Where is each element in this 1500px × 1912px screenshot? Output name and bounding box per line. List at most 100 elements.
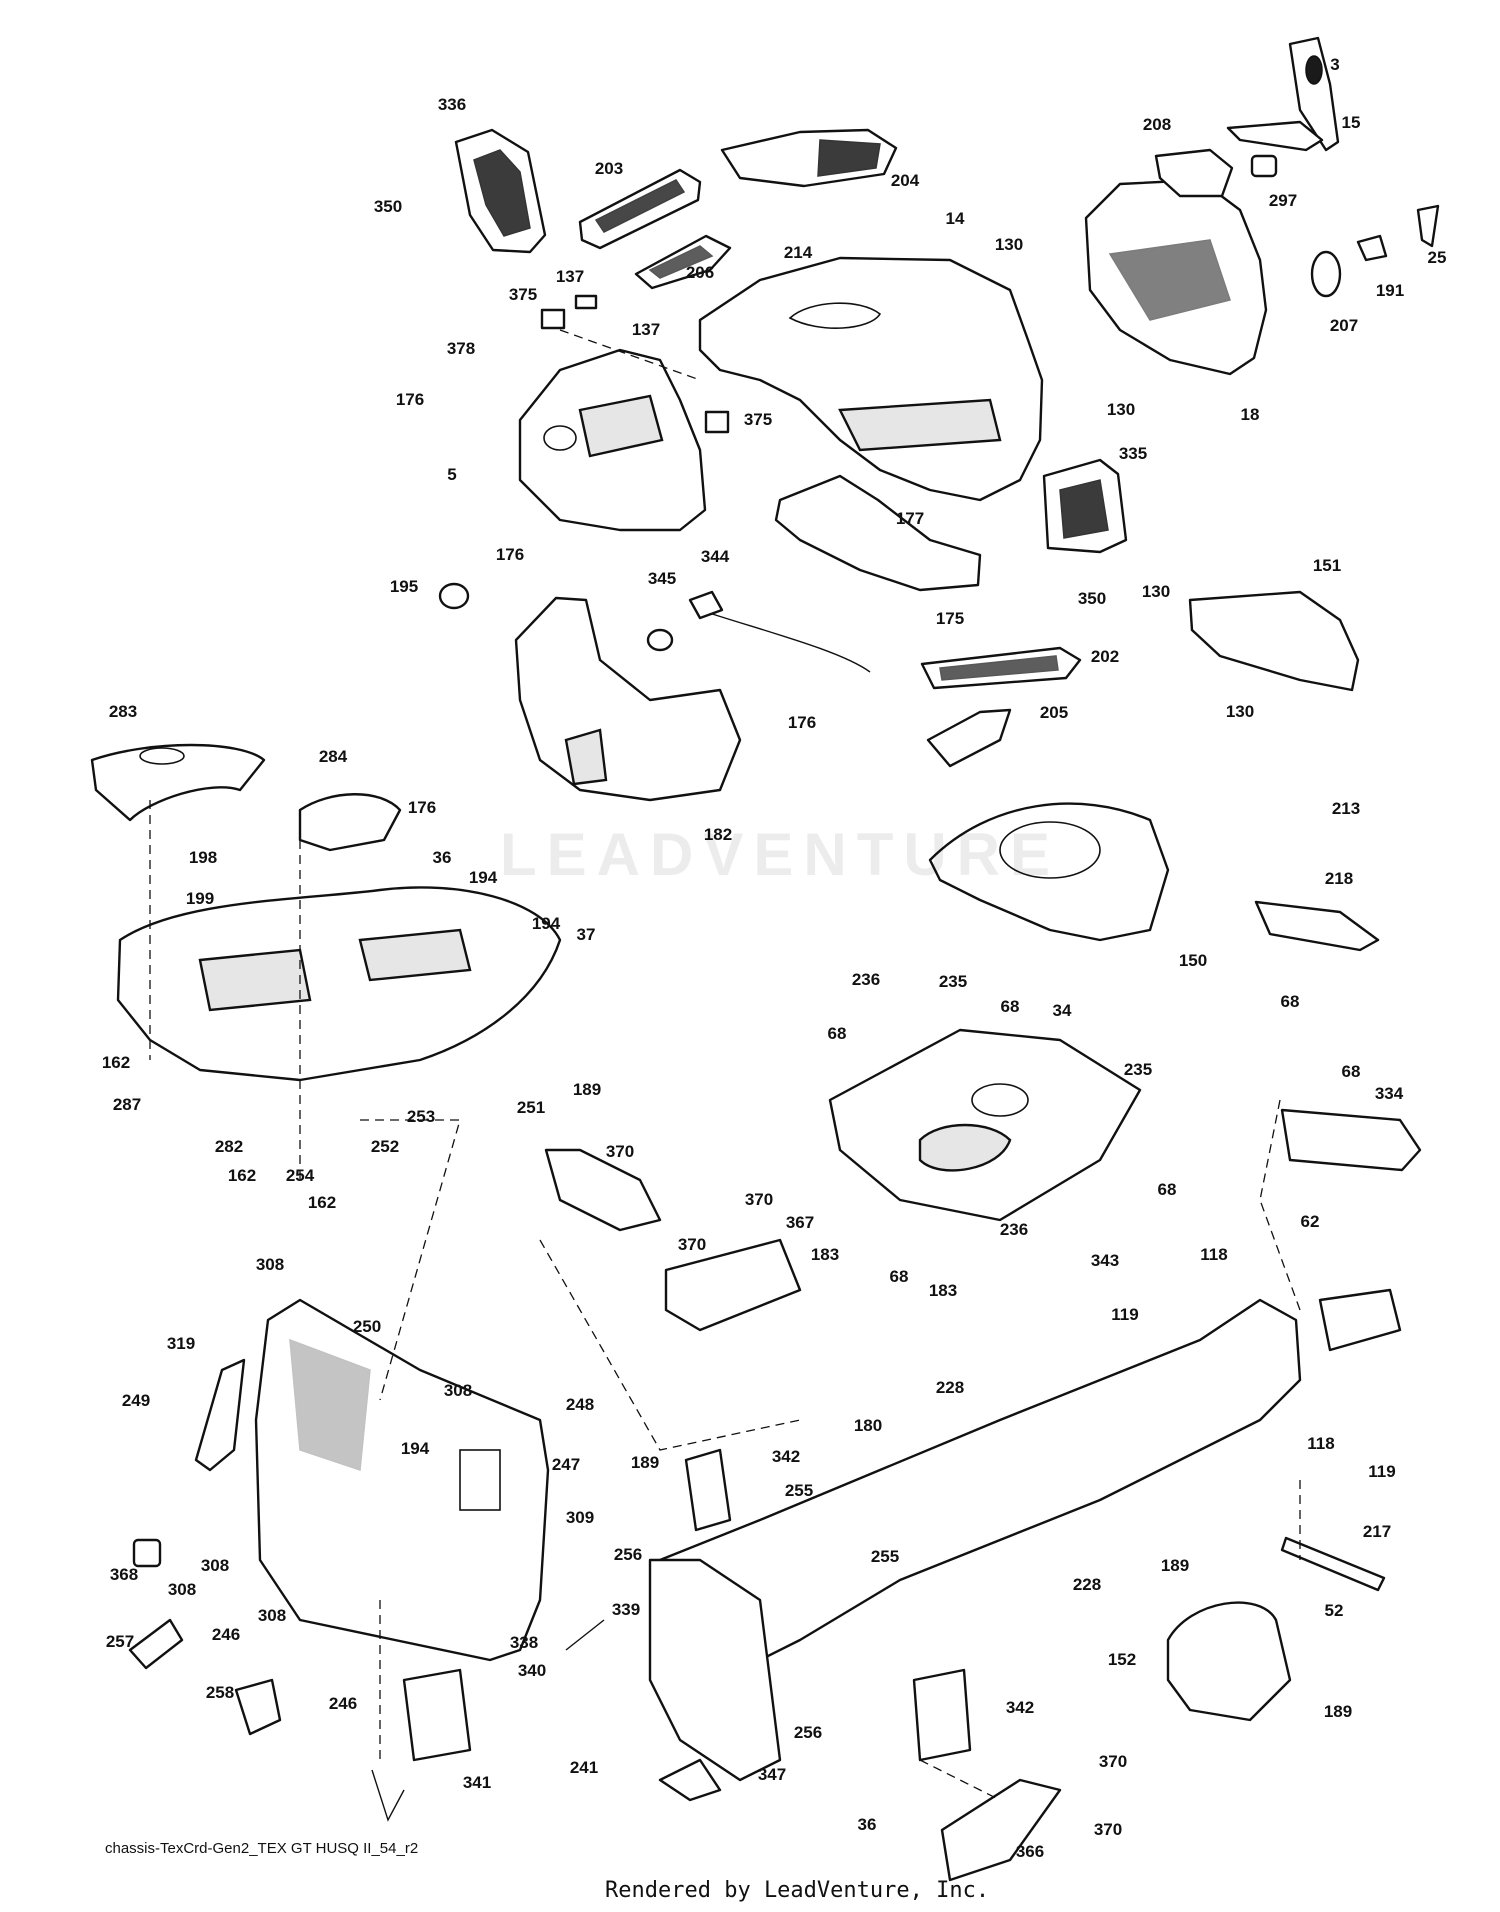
callout-199: 199 [186,889,214,908]
callout-36: 36 [858,1815,877,1834]
deck-plate-34 [828,1028,1142,1222]
callout-182: 182 [704,825,732,844]
callout-68: 68 [828,1024,847,1043]
callout-246: 246 [212,1625,240,1644]
callout-36: 36 [433,848,452,867]
bracket-342 [684,1448,732,1532]
callout-375: 375 [744,410,772,429]
main-frame-180 [648,1288,1402,1782]
callout-118: 118 [1307,1434,1334,1453]
callout-3: 3 [1330,55,1339,74]
callout-297: 297 [1269,191,1297,210]
bulb-297 [1250,154,1278,178]
callout-258: 258 [206,1683,234,1702]
headlight-208 [1154,148,1234,198]
callout-241: 241 [570,1758,598,1777]
callout-189: 189 [1161,1556,1189,1575]
callout-251: 251 [517,1098,545,1117]
hood-14 [698,256,1044,502]
callout-252: 252 [371,1137,399,1156]
clip-137 [574,294,598,310]
callout-368: 368 [110,1565,138,1584]
callout-338: 338 [510,1633,538,1652]
callout-250: 250 [353,1317,381,1336]
callout-176: 176 [788,713,816,732]
callout-342: 342 [772,1447,800,1466]
callout-130: 130 [1142,582,1170,601]
callout-247: 247 [552,1455,580,1474]
bracket-367 [664,1238,802,1332]
bracket-151 [1188,590,1360,692]
callout-68: 68 [1342,1062,1361,1081]
callout-25: 25 [1428,248,1447,267]
clip-191 [1356,234,1388,262]
callout-183: 183 [811,1245,839,1264]
callout-177: 177 [896,509,924,528]
callout-248: 248 [566,1395,594,1414]
handle-319 [194,1358,246,1472]
callout-137: 137 [556,267,584,286]
callout-283: 283 [109,702,137,721]
latch-258 [234,1678,282,1736]
clip-25 [1416,204,1440,248]
pan-150 [928,802,1170,942]
callout-370: 370 [1094,1820,1122,1839]
source-label: chassis-TexCrd-Gen2_TEX GT HUSQ II_54_r2 [105,1840,419,1857]
callout-255: 255 [785,1481,813,1500]
callout-191: 191 [1376,281,1404,300]
callout-195: 195 [390,577,418,596]
callout-370: 370 [606,1142,634,1161]
callout-335: 335 [1119,444,1147,463]
callout-246: 246 [329,1694,357,1713]
callout-207: 207 [1330,316,1358,335]
callout-194: 194 [401,1439,430,1458]
callout-228: 228 [1073,1575,1101,1594]
callout-256: 256 [614,1545,642,1564]
side-vent-335 [1042,458,1128,554]
callout-370: 370 [745,1190,773,1209]
callout-284: 284 [319,747,348,766]
callout-162: 162 [102,1053,130,1072]
bracket-366 [940,1778,1062,1882]
callout-256: 256 [794,1723,822,1742]
callout-339: 339 [612,1600,640,1619]
spring-341 [371,1769,405,1822]
callout-150: 150 [1179,951,1207,970]
callout-162: 162 [308,1193,336,1212]
callout-189: 189 [573,1080,601,1099]
callout-366: 366 [1016,1842,1044,1861]
bracket-251 [544,1148,662,1232]
spacer-375b [704,410,730,434]
bracket-342b [912,1668,972,1762]
spacer-375 [540,308,566,330]
callout-162: 162 [228,1166,256,1185]
callout-228: 228 [936,1378,964,1397]
callout-68: 68 [890,1267,909,1286]
callout-254: 254 [286,1166,315,1185]
callout-137: 137 [632,320,660,339]
callout-347: 347 [758,1765,786,1784]
callout-198: 198 [189,848,217,867]
callout-235: 235 [1124,1060,1152,1079]
callout-336: 336 [438,95,466,114]
callout-308: 308 [444,1381,472,1400]
callout-282: 282 [215,1137,243,1156]
render-credit: Rendered by LeadVenture, Inc. [605,1878,990,1903]
assembly-lines [149,329,1301,1801]
plate-340 [402,1668,472,1762]
lower-dash-182 [514,596,742,802]
tie-rod-217 [1280,1536,1386,1592]
side-panel-336 [454,128,547,254]
callout-378: 378 [447,339,475,358]
plate-218 [1254,900,1380,952]
panel-trim-203 [578,168,702,250]
callout-370: 370 [1099,1752,1127,1771]
latch-257 [128,1618,184,1670]
callout-342: 342 [1006,1698,1034,1717]
bracket-175 [774,474,982,592]
callout-253: 253 [407,1107,435,1126]
callout-319: 319 [167,1334,195,1353]
callout-341: 341 [463,1773,491,1792]
callout-152: 152 [1108,1650,1136,1669]
callout-208: 208 [1143,115,1171,134]
